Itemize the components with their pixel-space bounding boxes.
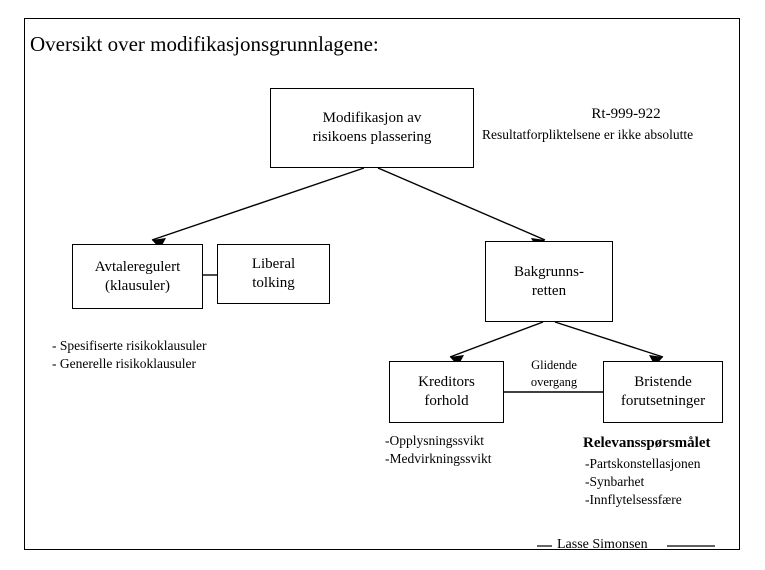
box-avtaleregulert: Avtaleregulert (klausuler) — [72, 244, 203, 309]
box-liberal-tolking-label: Liberal tolking — [251, 256, 296, 291]
box-kreditors-forhold-label: Kreditors forhold — [418, 374, 475, 409]
page-border — [24, 18, 740, 550]
annotation-klausul-list: - Spesifiserte risikoklausuler - Generel… — [52, 338, 207, 372]
box-bakgrunnsretten-label: Bakgrunns- retten — [514, 263, 584, 299]
annotation-rt-text: Resultatforpliktelsene er ikke absolutte — [482, 127, 694, 142]
box-bakgrunnsretten: Bakgrunns- retten — [485, 241, 613, 322]
annotation-rt-case: Rt-999-922 — [591, 106, 661, 122]
page-title: Oversikt over modifikasjonsgrunnlagene: — [30, 32, 379, 56]
box-kreditors-forhold: Kreditors forhold — [389, 361, 504, 423]
box-modifikasjon: Modifikasjon av risikoens plassering — [270, 88, 474, 168]
box-liberal-tolking: Liberal tolking — [217, 244, 330, 304]
box-bristende-forutsetninger-label: Bristende forutsetninger — [620, 374, 706, 409]
box-avtaleregulert-label: Avtaleregulert (klausuler) — [94, 258, 181, 294]
footer-author: Lasse Simonsen — [557, 537, 648, 552]
annotation-relevans-list: -Partskonstellasjonen -Synbarhet -Innfly… — [585, 456, 701, 508]
box-bristende-forutsetninger: Bristende forutsetninger — [603, 361, 723, 423]
annotation-kreditors-list: -Opplysningssvikt -Medvirkningssvikt — [385, 433, 492, 467]
annotation-relevans-heading: Relevansspørsmålet — [583, 435, 711, 451]
annotation-glidende-overgang: Glidende overgang — [530, 358, 578, 389]
box-modifikasjon-label: Modifikasjon av risikoens plassering — [312, 110, 432, 145]
